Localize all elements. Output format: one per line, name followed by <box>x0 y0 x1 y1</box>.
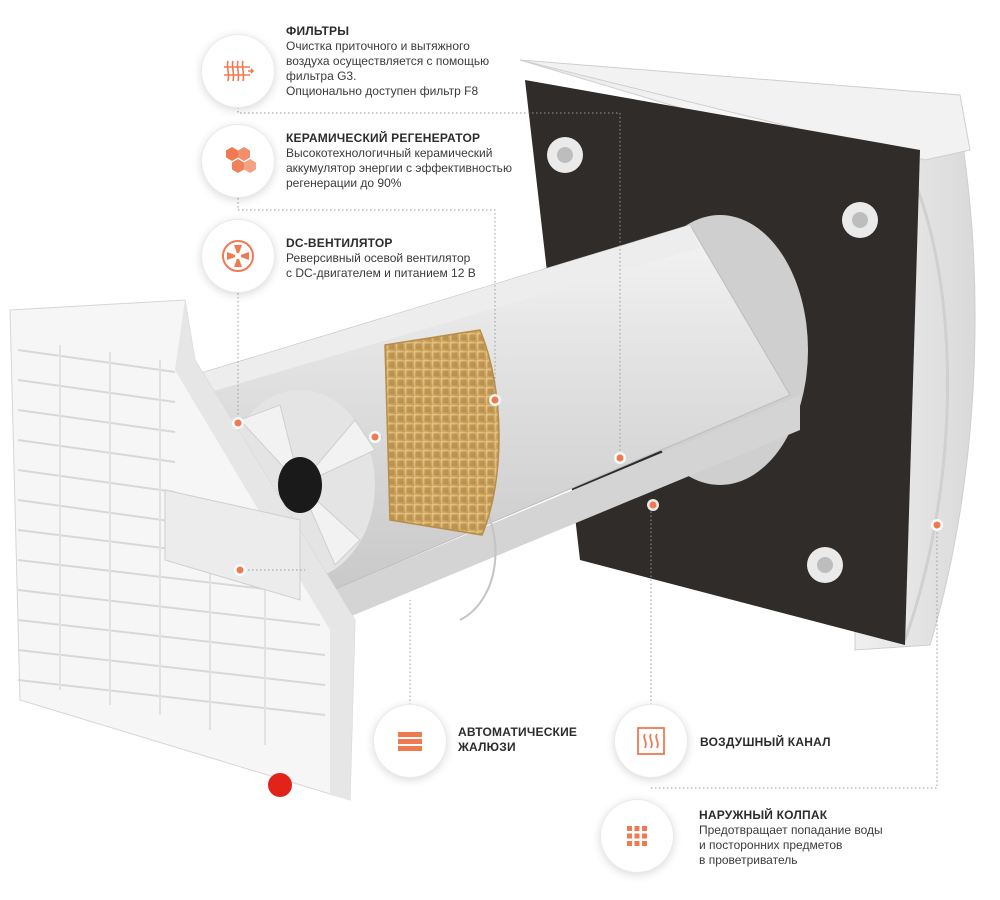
fan-icon <box>222 240 254 272</box>
callout-title: НАРУЖНЫЙ КОЛПАК <box>699 808 828 822</box>
callout-title: АВТОМАТИЧЕСКИЕ ЖАЛЮЗИ <box>458 725 578 754</box>
callout-description: Предотвращает попадание воды и посторонн… <box>699 823 883 867</box>
indicator-led <box>268 773 292 797</box>
callout-description: Очистка приточного и вытяжного воздуха о… <box>286 39 490 98</box>
front-grille <box>9 299 356 801</box>
honeycomb-icon <box>226 147 256 173</box>
grid-icon <box>627 826 647 846</box>
callout-title: ВОЗДУШНЫЙ КАНАЛ <box>700 735 831 749</box>
callout-title: КЕРАМИЧЕСКИЙ РЕГЕНЕРАТОР <box>286 131 481 145</box>
callout-badge <box>601 800 673 872</box>
callout-badge <box>374 705 446 777</box>
callout-badge <box>202 35 274 107</box>
callout-description: Высокотехнологичный керамический аккумул… <box>286 146 512 190</box>
callout-badge <box>202 125 274 197</box>
ceramic-regenerator <box>384 329 500 536</box>
callout-description: Реверсивный осевой вентилятор с DC-двига… <box>286 251 476 280</box>
callout-title: DC-ВЕНТИЛЯТОР <box>286 236 393 250</box>
filter-icon <box>224 60 255 82</box>
callout-badge <box>202 220 274 292</box>
target-dots <box>232 394 943 576</box>
callout-badge <box>615 705 687 777</box>
callout-title: ФИЛЬТРЫ <box>286 24 350 38</box>
heat-waves-icon <box>637 727 665 755</box>
louver-icon <box>398 732 422 751</box>
